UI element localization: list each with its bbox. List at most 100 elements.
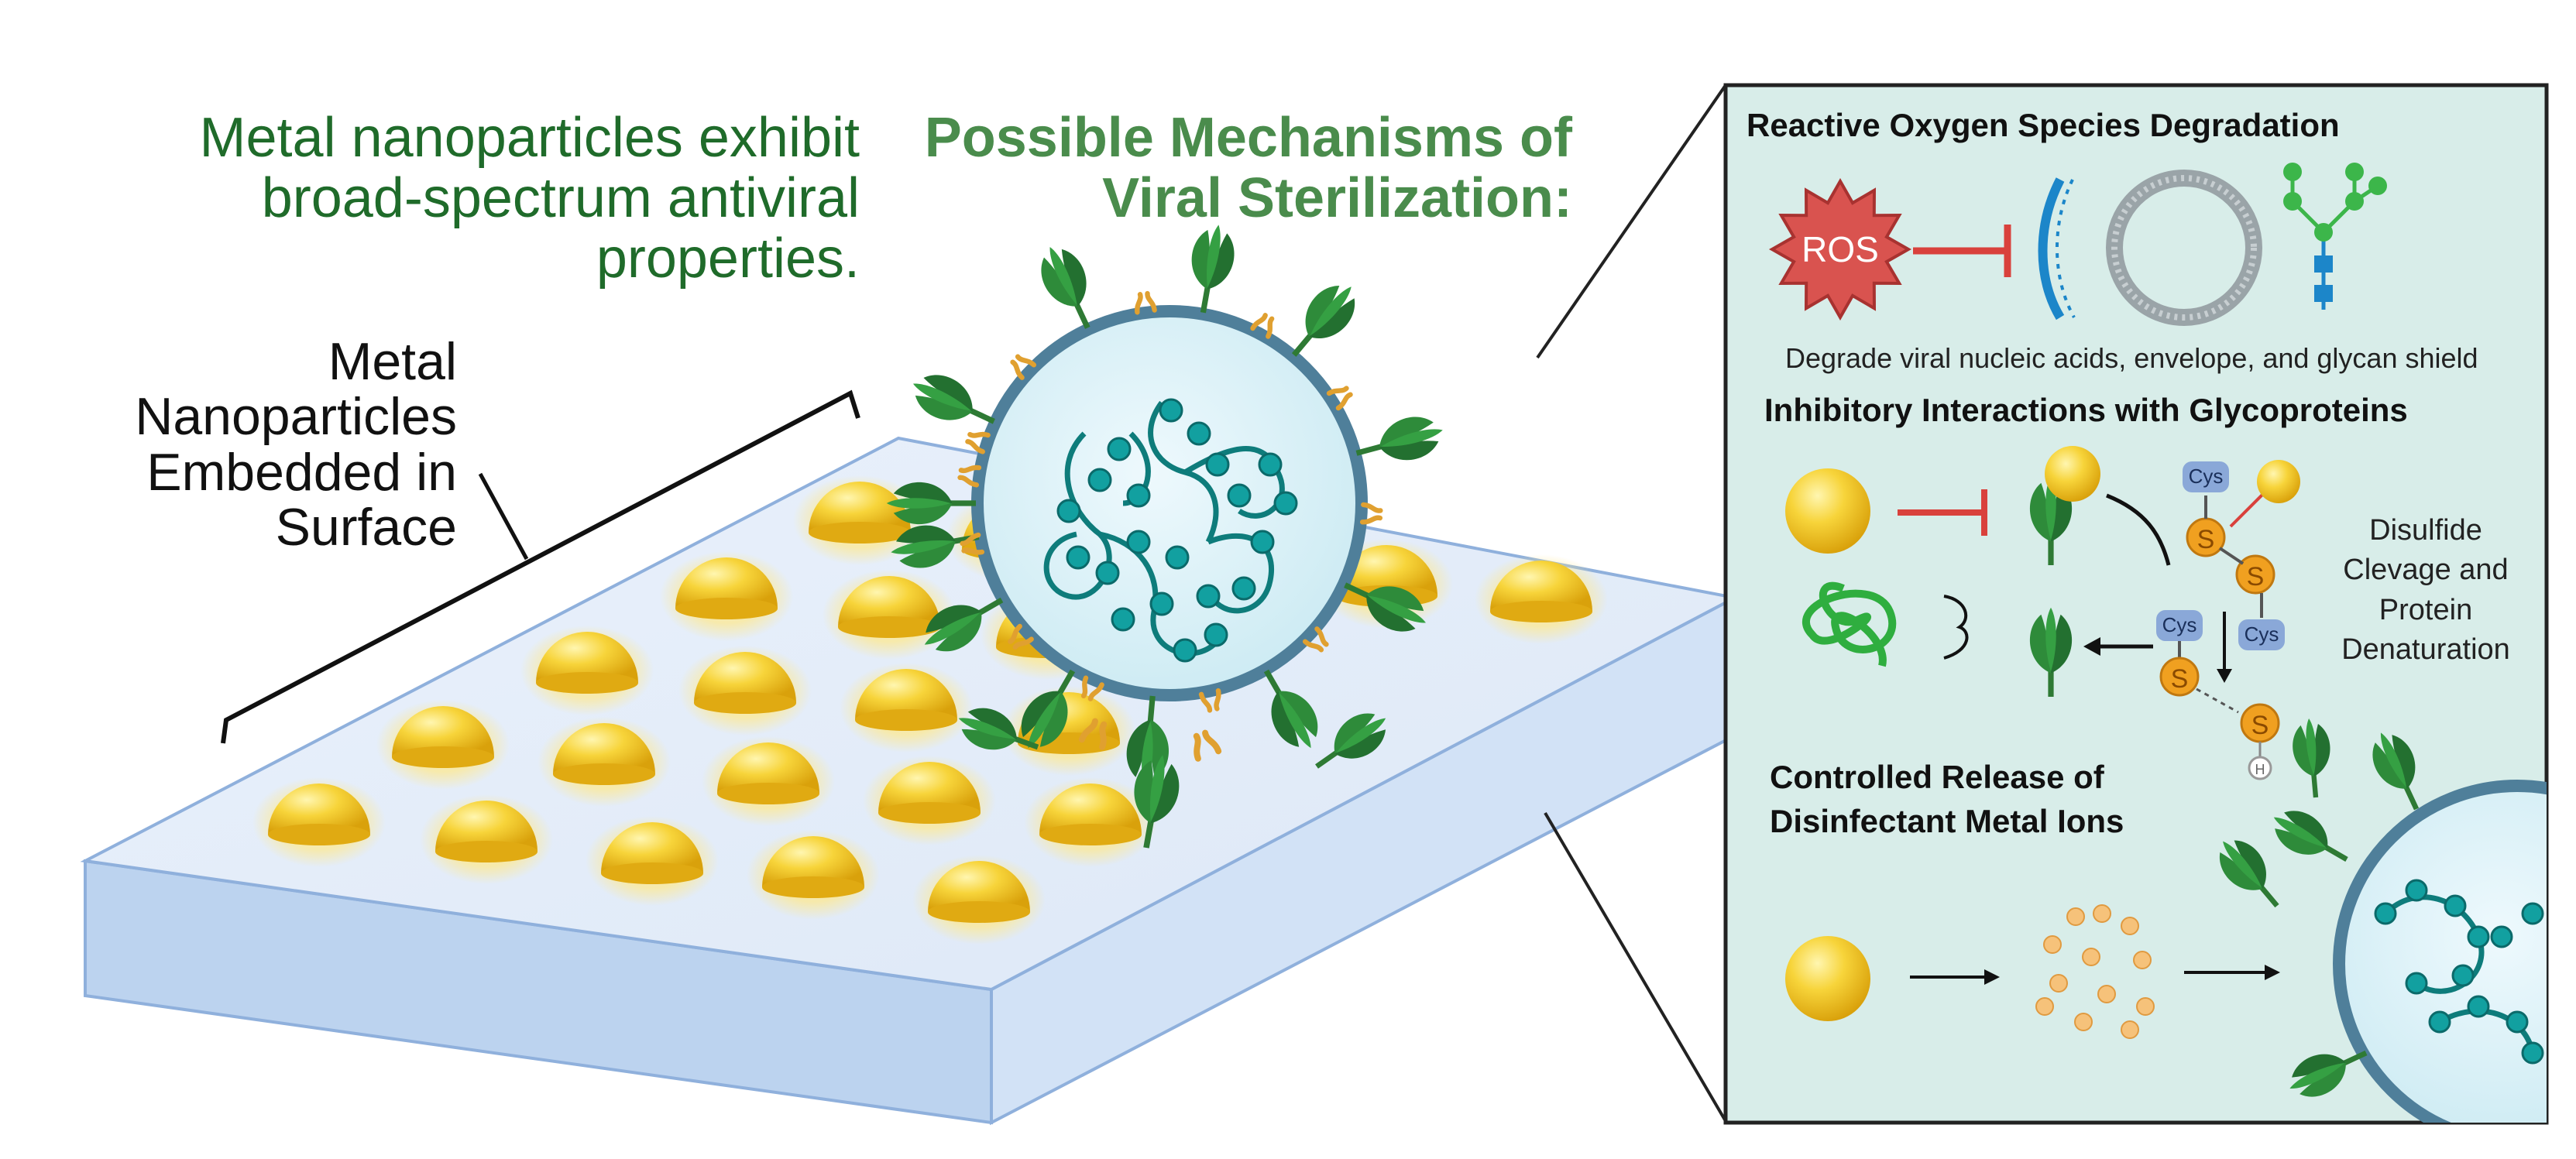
glycan-icon xyxy=(2283,163,2387,310)
nanoparticle xyxy=(840,663,973,753)
virus xyxy=(887,221,1448,787)
glyco-nanoparticle xyxy=(1785,468,1870,554)
metal-ion xyxy=(2074,1013,2093,1031)
glyco-heading: Inhibitory Interactions with Glycoprotei… xyxy=(1764,392,2408,428)
nucleic-acid-icon xyxy=(2038,177,2065,321)
glyco-side-label-line-2: Clevage and xyxy=(2343,554,2509,587)
nanoparticle xyxy=(747,830,880,920)
ros-badge-text: ROS xyxy=(1801,229,1879,269)
nanoparticle xyxy=(376,700,510,790)
glyco-side-label-line-1: Disulfide xyxy=(2369,514,2482,547)
nanoparticle xyxy=(912,855,1046,945)
rna-bead xyxy=(1087,468,1112,492)
rna-bead xyxy=(1107,437,1132,461)
glyco-side-label: Disulfide Clevage and Protein Denaturati… xyxy=(2317,511,2534,670)
ions-virus xyxy=(2264,725,2547,1123)
main-title-line-2: broad-spectrum antiviral xyxy=(261,166,860,229)
svg-text:H: H xyxy=(2255,762,2265,777)
rna-bead xyxy=(2490,925,2513,948)
nanoparticle xyxy=(1024,777,1157,867)
rna-bead xyxy=(1258,452,1283,477)
rna-bead xyxy=(2467,995,2490,1018)
svg-text:S: S xyxy=(2197,525,2215,554)
rna-bead xyxy=(2521,902,2544,925)
glyco-side-label-line-3: Protein xyxy=(2379,593,2473,626)
rna-bead xyxy=(2451,964,2475,987)
rna-bead xyxy=(1095,561,1120,585)
nanoparticle xyxy=(863,756,996,845)
main-title-line-1: Metal nanoparticles exhibit xyxy=(199,107,860,169)
ros-caption: Degrade viral nucleic acids, envelope, a… xyxy=(1785,342,2478,374)
rna-bead xyxy=(2428,1010,2451,1034)
ros-star-icon xyxy=(1768,177,1912,321)
ions-nanoparticle xyxy=(1785,936,1870,1021)
metal-ion xyxy=(2121,917,2139,935)
ions-section xyxy=(1785,717,2547,1123)
rna-bead xyxy=(2444,894,2467,917)
nanoparticle xyxy=(420,794,553,884)
ions-heading-line-1: Controlled Release of xyxy=(1770,759,2104,795)
surface-label-line-1: Metal xyxy=(328,332,457,391)
rna-bead xyxy=(1187,421,1211,446)
nanoparticle xyxy=(702,736,835,826)
nanoparticle xyxy=(793,475,926,565)
mechanisms-title-line-1: Possible Mechanisms of xyxy=(924,107,1572,169)
nanoparticle xyxy=(520,626,654,715)
metal-ion xyxy=(2049,974,2068,993)
rna-bead xyxy=(1250,530,1275,554)
surface-bracket xyxy=(221,389,860,744)
zoom-line-top xyxy=(1536,84,1727,359)
svg-text:Cys: Cys xyxy=(2245,622,2279,646)
rna-bead xyxy=(2405,879,2428,902)
svg-text:Cys: Cys xyxy=(2189,465,2224,488)
surface-label-line-3: Embedded in xyxy=(146,442,457,502)
mechanisms-title-line-2: Viral Sterilization: xyxy=(1102,166,1572,229)
rna-bead xyxy=(2467,925,2490,948)
surface-label: Metal Nanoparticles Embedded in Surface xyxy=(46,334,457,556)
rna-bead xyxy=(1204,622,1228,647)
metal-ion xyxy=(2133,951,2152,969)
svg-text:S: S xyxy=(2251,711,2269,740)
zoom-line-bottom xyxy=(1544,811,1727,1123)
rna-bead xyxy=(1273,491,1298,516)
glyco-side-label-line-4: Denaturation xyxy=(2341,633,2510,666)
denatured-protein-icon xyxy=(1802,581,1896,667)
surface-label-leader xyxy=(478,472,529,561)
rna-bead xyxy=(1227,483,1252,508)
ros-heading: Reactive Oxygen Species Degradation xyxy=(1747,107,2340,143)
metal-ion xyxy=(2093,904,2111,923)
rna-bead xyxy=(1159,398,1183,423)
disulfide-chain: S S Cys Cys Cys S S xyxy=(2156,460,2300,780)
rna-bead xyxy=(1126,483,1151,508)
rna-bead xyxy=(1111,607,1135,632)
surface-label-line-4: Surface xyxy=(275,498,457,557)
svg-text:S: S xyxy=(2171,664,2189,694)
rna-bead xyxy=(2374,902,2397,925)
ions-heading: Controlled Release of Disinfectant Metal… xyxy=(1770,756,2124,843)
rna-bead xyxy=(1149,592,1174,616)
metal-ion xyxy=(2121,1020,2139,1039)
nanoparticle xyxy=(823,570,956,660)
nanoparticle xyxy=(678,646,812,736)
rna-bead xyxy=(2405,972,2428,995)
rna-bead xyxy=(1231,576,1256,601)
ions-heading-line-2: Disinfectant Metal Ions xyxy=(1770,802,2124,839)
main-title-line-3: properties. xyxy=(596,227,860,290)
metal-ion xyxy=(2043,935,2062,954)
metal-ion xyxy=(2136,997,2155,1016)
rna-bead xyxy=(1165,545,1190,570)
metal-ions xyxy=(2035,904,2155,1039)
metal-ion xyxy=(2066,907,2085,926)
rna-bead xyxy=(1126,530,1151,554)
rna-bead xyxy=(1196,584,1221,609)
nanoparticle xyxy=(1475,554,1608,644)
nanoparticle xyxy=(586,816,719,906)
svg-text:S: S xyxy=(2247,562,2265,592)
nanoparticle xyxy=(660,551,793,641)
metal-ion xyxy=(2082,948,2100,966)
main-title: Metal nanoparticles exhibit broad-spectr… xyxy=(124,108,860,289)
rna-bead xyxy=(1205,452,1230,477)
nanoparticle xyxy=(252,777,386,867)
surface-label-line-2: Nanoparticles xyxy=(135,387,457,447)
